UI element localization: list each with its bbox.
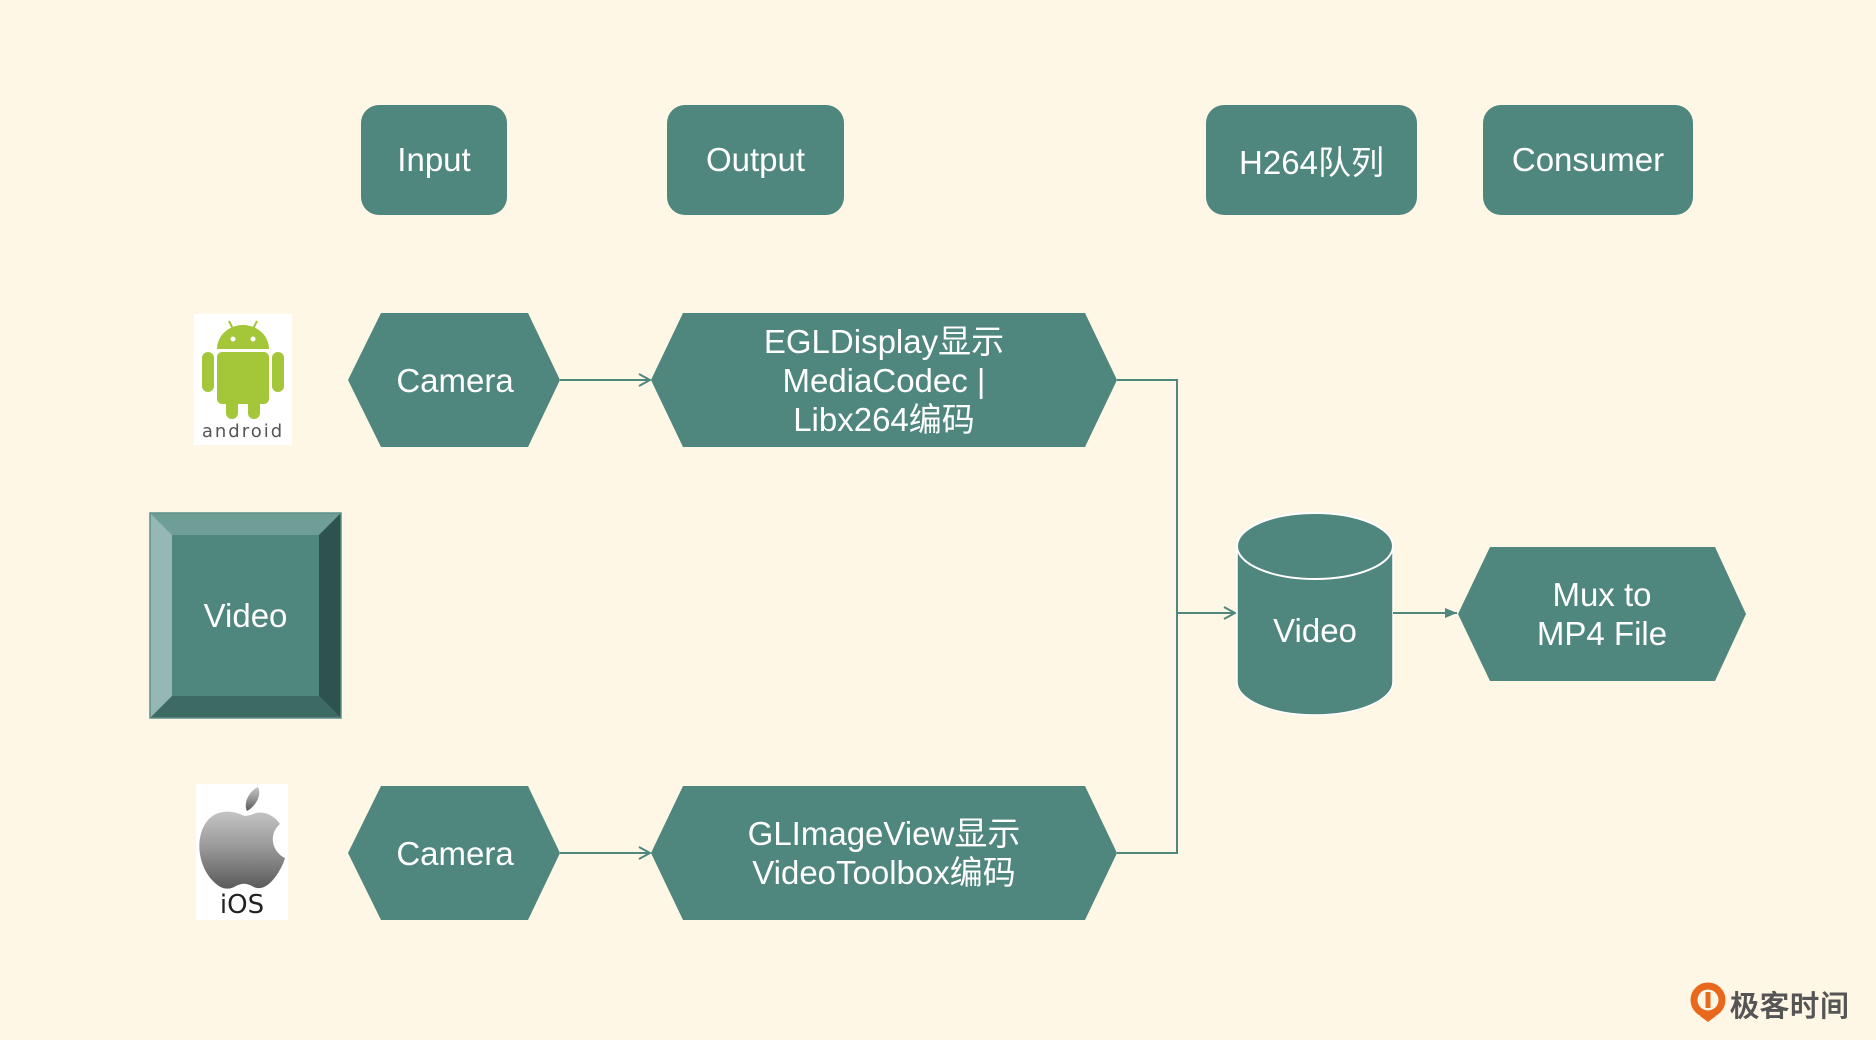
header-h264-queue: H264队列 — [1206, 105, 1417, 215]
video-queue-cylinder — [1236, 512, 1394, 716]
header-output: Output — [667, 105, 844, 215]
mux-line-2: MP4 File — [1536, 615, 1668, 652]
brand-text: 极客时间 — [1730, 991, 1851, 1023]
android-encoder-line-2: MediaCodec | — [782, 361, 986, 399]
android-camera-shape — [348, 313, 560, 447]
android-logo-text: android — [201, 421, 285, 442]
video-source-label: Video — [203, 597, 288, 634]
ios-encoder-label: GLImageView显示 VideoToolbox编码 — [690, 786, 1078, 920]
ios-apple-logo-icon — [196, 784, 288, 920]
brand-watermark: 极客时间 — [1730, 983, 1850, 1025]
header-input: Input — [361, 105, 507, 215]
ios-encoder-line-2: VideoToolbox编码 — [752, 854, 1016, 891]
ios-encoder-shape — [651, 786, 1117, 920]
video-source-bevel — [149, 512, 342, 719]
android-encoder-line-3: Libx264编码 — [793, 400, 975, 438]
android-logo-icon — [194, 314, 292, 445]
video-queue-label: Video — [1273, 611, 1357, 649]
ios-encoder-line-1: GLImageView显示 — [747, 815, 1021, 852]
ios-camera-label: Camera — [396, 834, 514, 872]
ios-logo-text: iOS — [219, 890, 265, 920]
connector-android-encoder — [1117, 379, 1178, 854]
android-encoder-shape — [651, 313, 1117, 447]
mux-shape — [1458, 547, 1746, 681]
android-encoder-line-1: EGLDisplay显示 — [763, 322, 1005, 360]
brand-logo-icon — [1690, 982, 1726, 1022]
mux-line-1: Mux to — [1552, 576, 1652, 613]
header-consumer: Consumer — [1483, 105, 1693, 215]
ios-camera-shape — [348, 786, 560, 920]
android-camera-label: Camera — [396, 361, 514, 399]
android-encoder-label: EGLDisplay显示 MediaCodec | Libx264编码 — [690, 313, 1078, 447]
mux-label: Mux to MP4 File — [1480, 547, 1724, 681]
